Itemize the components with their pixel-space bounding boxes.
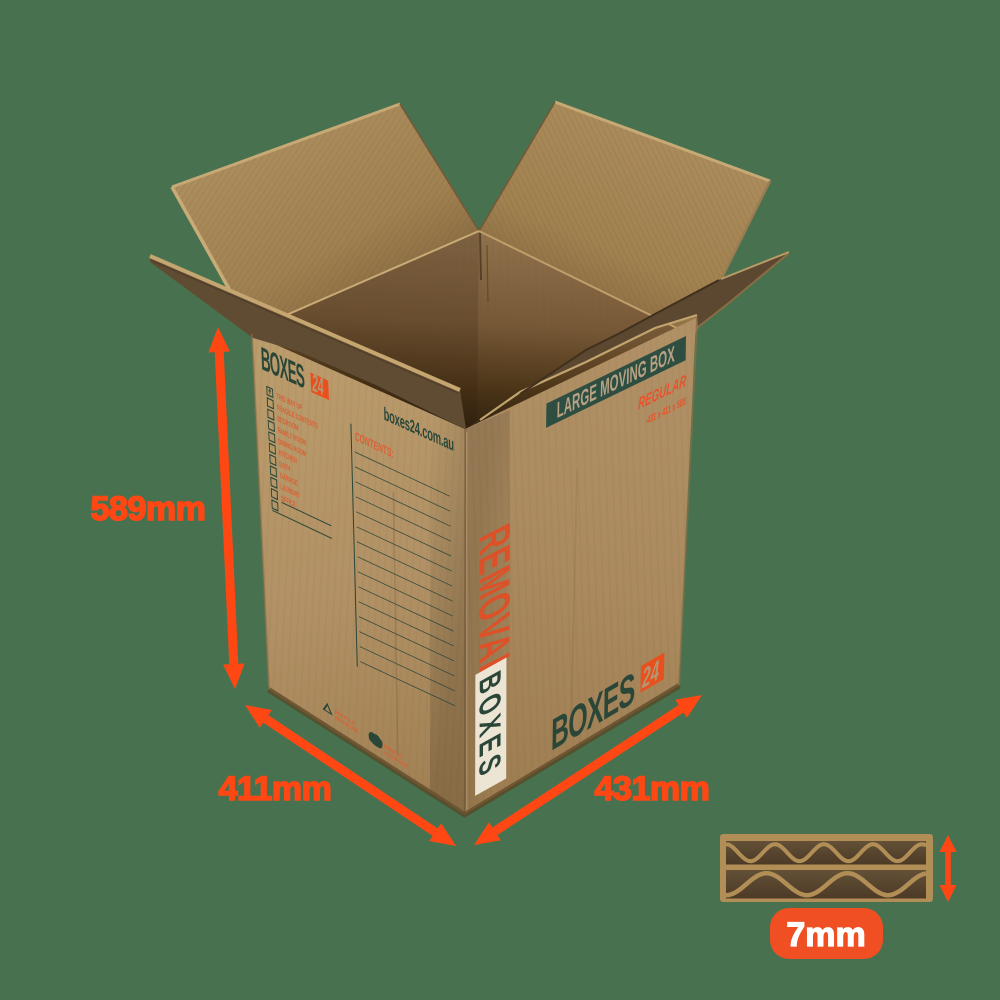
svg-text:BATH: BATH — [279, 460, 290, 474]
svg-text:411mm: 411mm — [219, 770, 332, 808]
svg-text:24: 24 — [311, 368, 324, 402]
svg-text:REMOVAL: REMOVAL — [469, 516, 519, 690]
svg-text:7mm: 7mm — [786, 916, 865, 954]
svg-text:431mm: 431mm — [595, 770, 710, 808]
svg-text:24: 24 — [641, 654, 659, 695]
svg-text:BOXES: BOXES — [472, 665, 506, 787]
svg-text:589mm: 589mm — [91, 490, 206, 528]
